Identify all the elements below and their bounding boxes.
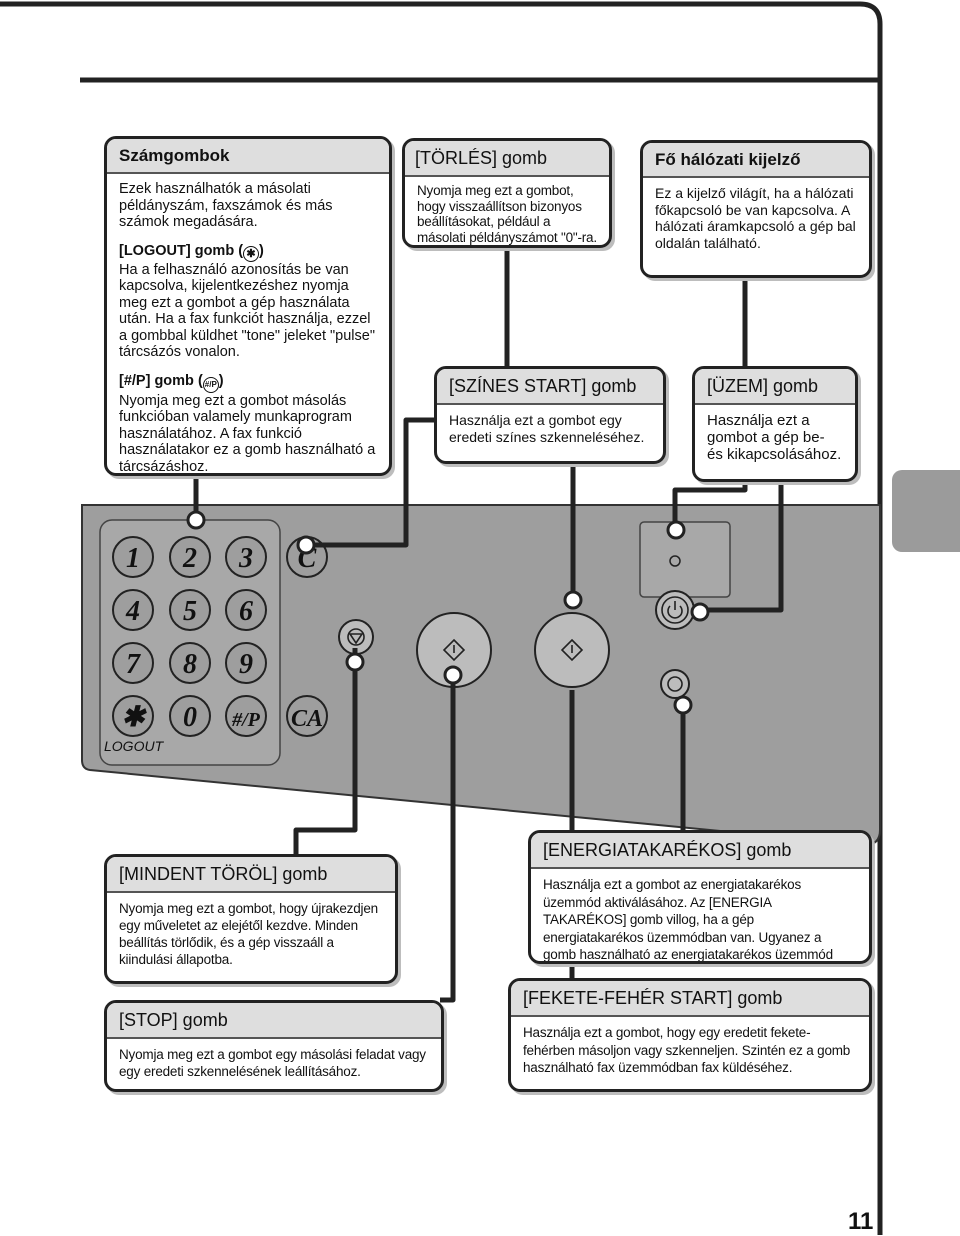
- foh-title: Fő hálózati kijelző: [643, 143, 869, 178]
- fekete-text: Használja ezt a gombot, hogy egy eredeti…: [523, 1025, 851, 1075]
- keypad-key-label[interactable]: #/P: [231, 709, 261, 731]
- keypad-key-label[interactable]: 1: [126, 543, 140, 574]
- energia-title: [ENERGIATAKARÉKOS] gomb: [531, 833, 869, 869]
- szines-text: Használja ezt a gombot egy eredeti színe…: [449, 412, 645, 445]
- keypad-key[interactable]: [112, 589, 154, 631]
- numkeys-callout: Számgombok Ezek használhatók a másolati …: [104, 136, 392, 476]
- energia-callout: [ENERGIATAKARÉKOS] gomb Használja ezt a …: [528, 830, 872, 964]
- page-number: 11: [848, 1208, 874, 1235]
- mindent-title: [MINDENT TÖRÖL] gomb: [107, 857, 395, 893]
- uzem-text: Használja ezt a gombot a gép be- és kika…: [707, 412, 842, 463]
- mindent-callout: [MINDENT TÖRÖL] gomb Nyomja meg ezt a go…: [104, 854, 398, 984]
- keypad-key[interactable]: [225, 642, 267, 684]
- keypad-key[interactable]: [225, 695, 267, 737]
- keypad-key[interactable]: [112, 695, 154, 737]
- keypad-key[interactable]: [169, 589, 211, 631]
- foh-callout: Fő hálózati kijelző Ez a kijelző világít…: [640, 140, 872, 278]
- torles-title: [TÖRLÉS] gomb: [405, 141, 609, 177]
- keypad-key-label[interactable]: 7: [126, 649, 141, 680]
- logout-title: [LOGOUT] gomb (: [119, 242, 244, 259]
- keypad-key-label[interactable]: 0: [183, 702, 197, 733]
- hashp-title: [#/P] gomb (: [119, 372, 203, 389]
- szines-title: [SZÍNES START] gomb: [437, 369, 663, 405]
- foh-text: Ez a kijelző világít, ha a hálózati főka…: [655, 185, 856, 251]
- keypad-key[interactable]: [225, 536, 267, 578]
- keypad-key-label[interactable]: ✱: [121, 702, 147, 733]
- mindent-text: Nyomja meg ezt a gombot, hogy újrakezdje…: [119, 901, 378, 967]
- keypad-key-label[interactable]: 8: [183, 649, 197, 680]
- logout-label: LOGOUT: [104, 738, 165, 754]
- bw-start-icon: [560, 638, 584, 662]
- keypad-key[interactable]: [169, 695, 211, 737]
- uzem-title: [ÜZEM] gomb: [695, 369, 855, 405]
- stop-text: Nyomja meg ezt a gombot egy másolási fel…: [119, 1047, 426, 1079]
- keypad-key-label[interactable]: 3: [238, 543, 253, 574]
- keypad-key-label[interactable]: 6: [239, 596, 253, 627]
- energy-save-icon: [667, 676, 683, 692]
- szines-callout: [SZÍNES START] gomb Használja ezt a gomb…: [434, 366, 666, 464]
- keypad-key-label[interactable]: 2: [182, 543, 197, 574]
- fekete-title: [FEKETE-FEHÉR START] gomb: [511, 981, 869, 1017]
- torles-callout: [TÖRLÉS] gomb Nyomja meg ezt a gombot, h…: [402, 138, 612, 248]
- keypad-key-label[interactable]: 4: [125, 596, 140, 627]
- main-power-indicator-box: [639, 521, 731, 598]
- main-power-indicator-icon: [669, 555, 681, 567]
- keypad-key-label[interactable]: 5: [183, 596, 197, 627]
- fekete-callout: [FEKETE-FEHÉR START] gomb Használja ezt …: [508, 978, 872, 1092]
- numkeys-text: Ezek használhatók a másolati példányszám…: [119, 181, 333, 230]
- stop-title: [STOP] gomb: [107, 1003, 441, 1039]
- keypad-key[interactable]: [169, 642, 211, 684]
- uzem-callout: [ÜZEM] gomb Használja ezt a gombot a gép…: [692, 366, 858, 482]
- color-start-icon: [442, 638, 466, 662]
- torles-text: Nyomja meg ezt a gombot, hogy visszaállí…: [417, 183, 597, 245]
- keypad-key[interactable]: [112, 536, 154, 578]
- clear-all-key: [286, 695, 328, 737]
- clear-all-key-label[interactable]: CA: [291, 706, 323, 732]
- keypad-key[interactable]: [225, 589, 267, 631]
- keypad-key[interactable]: [112, 642, 154, 684]
- hashp-text: Nyomja meg ezt a gombot másolás funkciób…: [119, 392, 376, 475]
- numkeys-title: Számgombok: [107, 139, 389, 174]
- stop-callout: [STOP] gomb Nyomja meg ezt a gombot egy …: [104, 1000, 444, 1092]
- side-tab: [892, 470, 960, 552]
- logout-key-icon: ✱: [243, 245, 260, 262]
- energy-save-button: [660, 669, 690, 699]
- hashp-key-icon: #/P: [202, 376, 219, 393]
- energia-text: Használja ezt a gombot az energiatakarék…: [543, 877, 833, 962]
- power-icon: [667, 605, 683, 619]
- keypad-key-label[interactable]: 9: [239, 649, 253, 680]
- keypad-key[interactable]: [169, 536, 211, 578]
- stop-icon: [348, 633, 364, 645]
- keypad-keys: 1 2 3 4 5 6 7 8 9 ✱ 0 #/P: [112, 536, 267, 737]
- logout-text: Ha a felhasználó azonosítás be van kapcs…: [119, 261, 375, 361]
